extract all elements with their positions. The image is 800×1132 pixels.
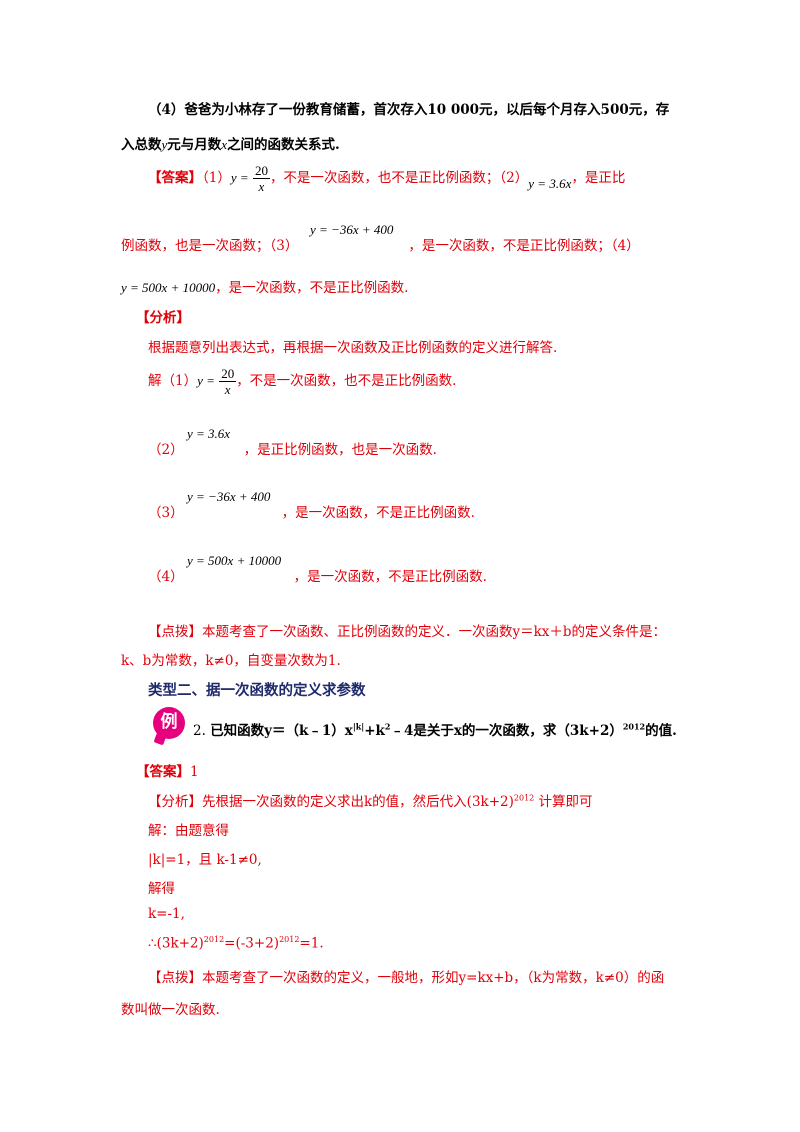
solution-step-2-eq: y = 3.6x [187,426,231,441]
analysis-2-line6: ∴(3k+2)2012=(-3+2)2012=1. [148,935,324,952]
question-4-line1: （4）爸爸为小林存了一份教育储蓄，首次存入10 000元，以后每个月存入500元… [148,102,670,118]
analysis-2-line1: 【分析】先根据一次函数的定义求出k的值，然后代入(3k+2)2012 计算即可 [148,793,593,811]
analysis-2-line5: k=-1, [148,906,185,922]
tip-2-line1: 【点拨】本题考查了一次函数的定义，一般地，形如y=kx+b，（k为常数，k≠0）… [148,970,665,986]
section-title: 类型二、据一次函数的定义求参数 [148,682,366,699]
tip-1-line2: k、b为常数，k≠0，自变量次数为1. [121,653,341,669]
analysis-2-line3: |k|=1，且 k-1≠0, [148,852,262,868]
answer-1-line2: 例函数，也是一次函数；（3），是一次函数，不是正比例函数；（4） [121,238,640,254]
analysis-text: 根据题意列出表达式，再根据一次函数及正比例函数的定义进行解答. [148,340,558,356]
example-badge-icon: 例 [153,707,185,739]
tip-1-line1: 【点拨】本题考查了一次函数、正比例函数的定义．一次函数y＝kx＋b的定义条件是： [148,624,667,640]
solution-step-2: （2），是正比例函数，也是一次函数. [148,442,437,458]
example-2-question: 2. 已知函数y＝（k﹣1）x|k|+k2﹣4是关于x的一次函数，求（3k+2）… [193,721,677,740]
analysis-2-line2: 解：由题意得 [148,823,229,839]
analysis-tag: 【分析】 [136,310,190,326]
solution-step-3-eq: y = −36x + 400 [187,489,271,504]
solution-step-4: （4），是一次函数，不是正比例函数. [148,569,487,585]
answer-1-eq3: y = −36x + 400 [310,222,394,237]
solution-step-3: （3），是一次函数，不是正比例函数. [148,505,475,521]
question-4-line2: 入总数y元与月数x之间的函数关系式. [121,137,340,153]
tip-2-line2: 数叫做一次函数. [121,1002,220,1018]
answer-1-line3: y = 500x + 10000，是一次函数，不是正比例函数. [121,280,409,296]
answer-2: 【答案】1 [136,764,199,780]
answer-tag: 【答案】 [148,170,202,186]
solution-step-4-eq: y = 500x + 10000 [187,553,282,568]
analysis-2-line4: 解得 [148,881,175,897]
